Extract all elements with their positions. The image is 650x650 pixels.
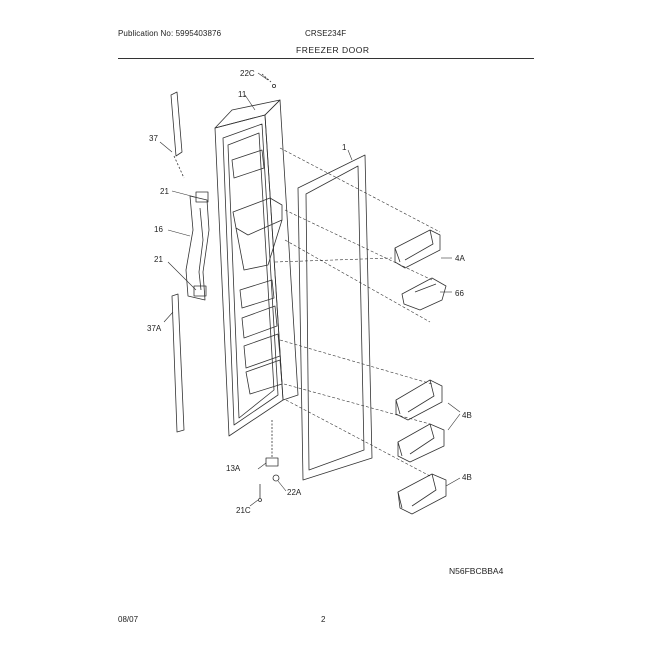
part-22c-screw xyxy=(261,73,276,89)
callout-21c: 21C xyxy=(236,506,251,515)
callout-21-upper: 21 xyxy=(160,187,169,196)
drawing-code: N56FBCBBA4 xyxy=(449,566,504,576)
part-37a-trim-strip xyxy=(171,293,185,433)
callout-4b-upper: 4B xyxy=(462,411,472,420)
footer-date: 08/07 xyxy=(118,615,139,624)
part-1-door-gasket xyxy=(297,154,373,481)
publication-number: Publication No: 5995403876 xyxy=(118,29,222,38)
part-11-door-panel xyxy=(214,99,299,437)
callout-22a: 22A xyxy=(287,488,302,497)
callout-16: 16 xyxy=(154,225,163,234)
callout-13a: 13A xyxy=(226,464,241,473)
part-4b-door-bin-middle xyxy=(397,423,445,463)
part-13a-hinge xyxy=(265,420,279,467)
callout-66: 66 xyxy=(455,289,464,298)
part-4b-door-bin-top xyxy=(395,379,443,421)
part-4b-door-bin-bottom xyxy=(397,473,447,515)
part-66-bin xyxy=(401,277,447,311)
part-16-door-handle xyxy=(185,191,210,301)
callout-21-lower: 21 xyxy=(154,255,163,264)
page-number: 2 xyxy=(321,615,326,624)
part-22a-screw xyxy=(272,474,280,482)
part-4a-door-bin xyxy=(394,229,441,269)
callout-4b-lower: 4B xyxy=(462,473,472,482)
assembly-lines xyxy=(274,147,441,477)
callout-4a: 4A xyxy=(455,254,465,263)
part-21c-screw xyxy=(258,484,262,502)
header-rule xyxy=(118,58,534,59)
section-title: FREEZER DOOR xyxy=(296,45,370,55)
model-number: CRSE234F xyxy=(305,29,347,38)
callout-22c: 22C xyxy=(240,69,255,78)
callout-11: 11 xyxy=(238,90,247,99)
callout-37a: 37A xyxy=(147,324,162,333)
callout-37: 37 xyxy=(149,134,158,143)
callout-1: 1 xyxy=(342,143,347,152)
part-37-trim-strip xyxy=(170,91,185,179)
leader-lines xyxy=(159,72,461,507)
